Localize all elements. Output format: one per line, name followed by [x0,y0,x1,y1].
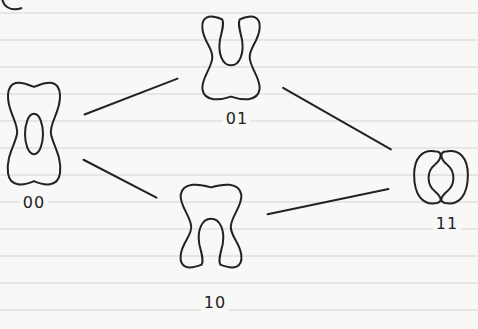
curve [8,83,61,185]
curve [414,151,440,203]
curve [441,151,467,203]
resolution-node: 10 [176,180,246,312]
state-label: 11 [433,215,461,233]
cube-edge [268,189,389,214]
resolution-node: 01 [198,12,264,128]
ruled-lines [0,13,478,310]
cube-edge [84,160,157,198]
curve [181,185,242,268]
circle-fragment [2,0,22,9]
state-label: 10 [201,294,229,312]
curve [25,114,43,154]
smoothing-outline [410,145,472,211]
curve [202,17,259,100]
cube-edge [283,88,391,150]
smoothing-outline [4,78,64,190]
state-label: 01 [223,110,251,128]
smoothing-outline [176,180,246,272]
resolution-node: 00 [4,78,64,212]
resolution-node: 11 [410,145,472,233]
smoothing-outline [198,12,264,104]
state-label: 00 [20,194,48,212]
cube-edge [85,79,178,115]
